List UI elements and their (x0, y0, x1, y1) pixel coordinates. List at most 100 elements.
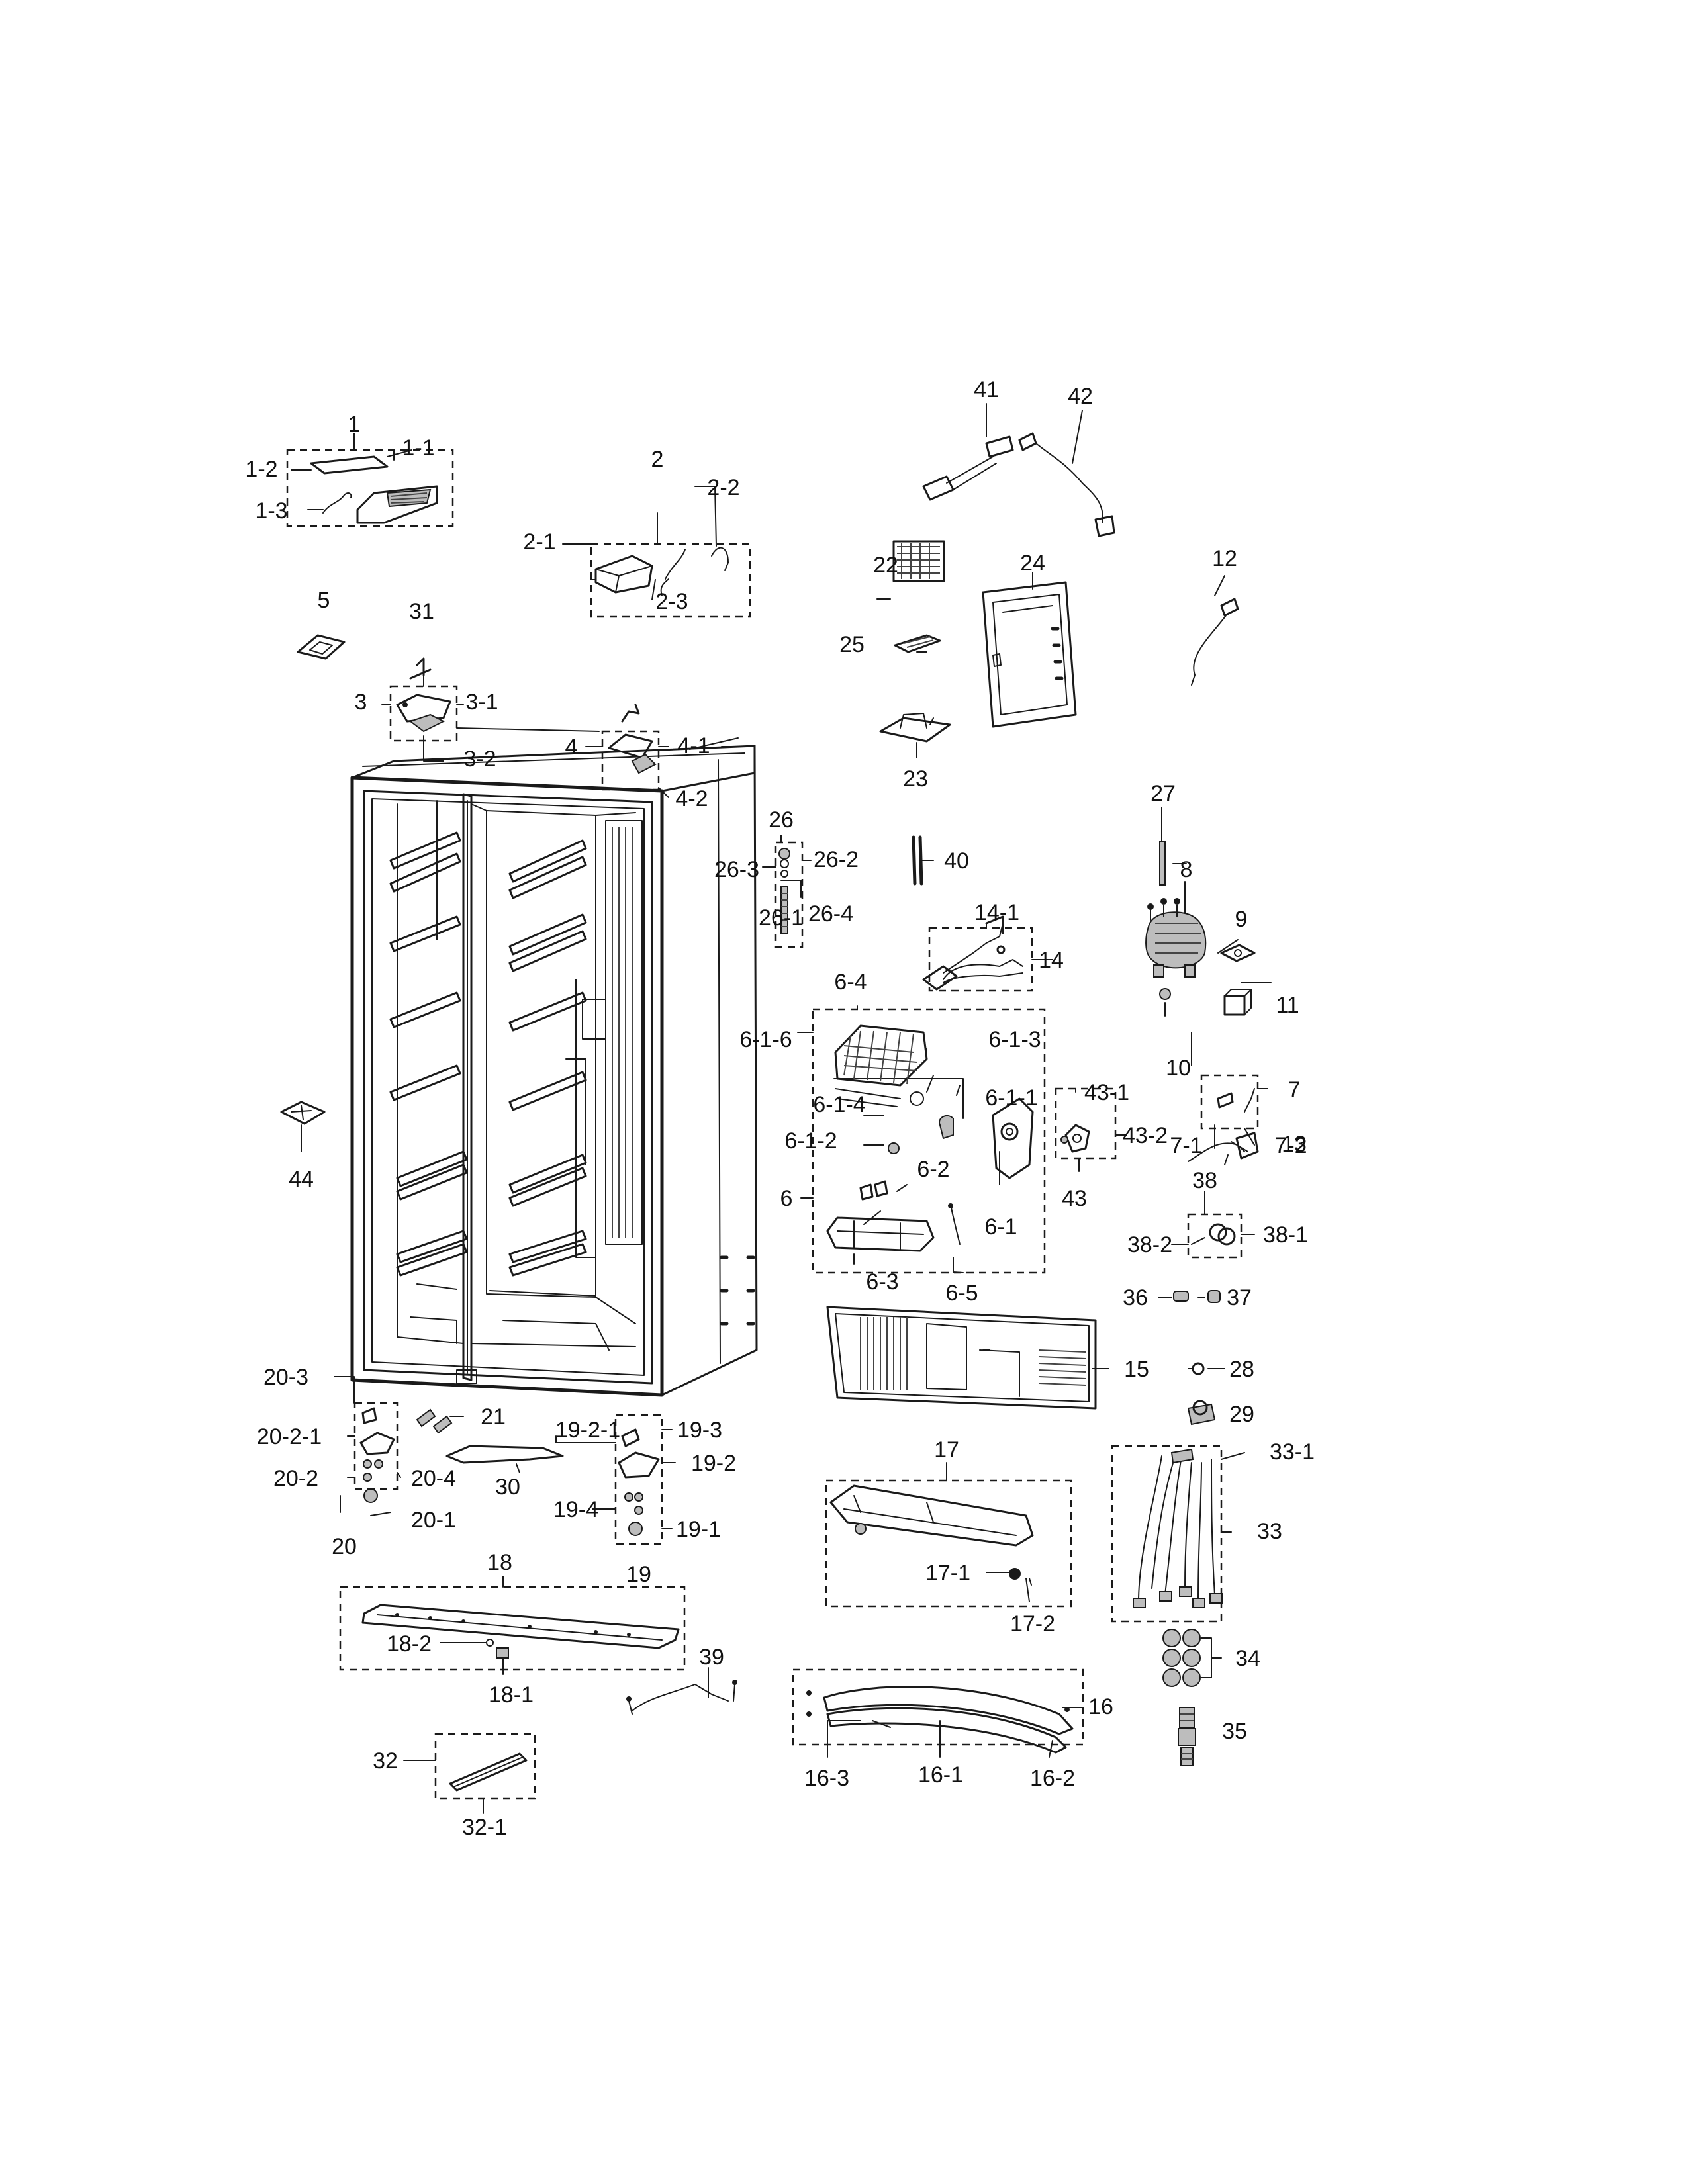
callout-6-4: 6-4 (834, 970, 867, 995)
callout-2-1: 2-1 (523, 529, 555, 555)
callout-7-2: 7-2 (1274, 1133, 1307, 1158)
part-5-pad (297, 634, 346, 660)
part-6-3-drain-tray (826, 1216, 935, 1252)
callout-20: 20 (332, 1534, 357, 1559)
callout-2-2: 2-2 (707, 475, 739, 500)
callout-6-1: 6-1 (984, 1214, 1017, 1240)
callout-26-1: 26-1 (759, 905, 804, 931)
callout-19-2: 19-2 (691, 1451, 736, 1476)
callout-14-1: 14-1 (974, 900, 1019, 925)
part-2-housing-assembly (594, 547, 729, 596)
callout-6-1-4: 6-1-4 (813, 1092, 865, 1117)
callout-1-1: 1-1 (402, 435, 434, 461)
callout-38-2: 38-2 (1127, 1232, 1172, 1257)
freezer-shelves (389, 831, 468, 1277)
part-13-harness (1188, 1132, 1259, 1165)
callout-26: 26 (769, 807, 794, 833)
callout-6-3: 6-3 (866, 1269, 898, 1295)
part-40-rod (912, 835, 923, 886)
part-41-bracket (922, 435, 1014, 501)
callout-36: 36 (1123, 1285, 1148, 1310)
part-27-rod (1159, 841, 1166, 886)
callout-43: 43 (1062, 1186, 1087, 1211)
callout-19-4: 19-4 (553, 1497, 598, 1522)
callout-17-2: 17-2 (1010, 1612, 1055, 1637)
callout-21: 21 (481, 1404, 506, 1430)
part-30-bar (445, 1445, 564, 1464)
callout-43-1: 43-1 (1084, 1080, 1129, 1105)
callout-38: 38 (1192, 1168, 1217, 1193)
callout-31: 31 (409, 599, 434, 624)
callout-6-1-2: 6-1-2 (784, 1128, 837, 1154)
part-35-valve (1178, 1707, 1196, 1766)
callout-32-1: 32-1 (462, 1815, 507, 1840)
callout-1-3: 1-3 (255, 498, 287, 523)
part-43-assembly (1060, 1124, 1090, 1153)
callout-18: 18 (487, 1550, 512, 1575)
callout-25: 25 (839, 632, 865, 657)
callout-26-3: 26-3 (714, 857, 759, 882)
callout-19-3: 19-3 (677, 1418, 722, 1443)
part-6-5-probe (948, 1203, 961, 1245)
part-41-sensor-harness (922, 915, 1004, 991)
part-8-compressor (1145, 898, 1207, 1017)
callout-20-4: 20-4 (411, 1466, 456, 1491)
callout-6-1-1: 6-1-1 (985, 1085, 1037, 1111)
part-19-lower-hinge-assembly (618, 1428, 660, 1536)
part-15-rear-panel (826, 1306, 1097, 1410)
part-36-grommet (1173, 1291, 1189, 1302)
refrigerator-cabinet (350, 745, 758, 1397)
callout-6-1-3: 6-1-3 (988, 1027, 1041, 1052)
part-18-base-plate (361, 1604, 680, 1659)
part-31-hinge-pin (409, 657, 432, 680)
part-34-fittings (1162, 1629, 1222, 1687)
callout-33: 33 (1257, 1519, 1282, 1544)
callout-18-1: 18-1 (489, 1682, 534, 1707)
callout-6-2: 6-2 (917, 1157, 949, 1182)
callout-26-2: 26-2 (814, 847, 859, 872)
callout-40: 40 (944, 848, 969, 874)
callout-2-3: 2-3 (655, 589, 688, 614)
callout-28: 28 (1229, 1357, 1254, 1382)
callout-22: 22 (873, 553, 898, 578)
callout-18-2: 18-2 (387, 1631, 432, 1657)
callout-33-1: 33-1 (1270, 1439, 1315, 1465)
part-7-overload-assembly (1217, 1088, 1255, 1113)
callout-14: 14 (1039, 948, 1064, 973)
callout-8: 8 (1180, 857, 1193, 882)
callout-39: 39 (699, 1645, 724, 1670)
callout-41: 41 (974, 377, 999, 402)
callout-44: 44 (289, 1167, 314, 1192)
part-38-assembly (1191, 1223, 1236, 1246)
part-28-nut (1188, 1362, 1205, 1375)
callout-11: 11 (1276, 993, 1299, 1018)
callout-16-2: 16-2 (1030, 1766, 1075, 1791)
callout-16-1: 16-1 (918, 1762, 963, 1788)
callout-42: 42 (1068, 384, 1093, 409)
callout-4-1: 4-1 (677, 733, 710, 758)
callout-3-2: 3-2 (463, 747, 496, 772)
part-44-foot (280, 1101, 326, 1125)
callout-1-2: 1-2 (245, 457, 277, 482)
part-11-relay (1223, 989, 1252, 1016)
callout-13: 13 (1282, 1132, 1307, 1157)
callout-30: 30 (495, 1475, 520, 1500)
callout-32: 32 (373, 1749, 398, 1774)
callout-17-1: 17-1 (925, 1561, 970, 1586)
part-33-wire-harness (1133, 1448, 1223, 1608)
callout-38-1: 38-1 (1263, 1222, 1308, 1248)
part-26-assembly (778, 848, 790, 934)
callout-19-2-1: 19-2-1 (555, 1418, 620, 1443)
callout-6-1-6: 6-1-6 (739, 1027, 792, 1052)
part-16-hoses (806, 1686, 1074, 1754)
callout-20-1: 20-1 (411, 1508, 456, 1533)
part-23-bracket (879, 713, 951, 743)
callout-20-2-1: 20-2-1 (257, 1424, 322, 1449)
part-32-strip (449, 1752, 528, 1792)
part-20-lower-hinge-assembly (359, 1407, 395, 1503)
callout-43-2: 43-2 (1123, 1123, 1168, 1148)
callout-6-5: 6-5 (945, 1281, 978, 1306)
